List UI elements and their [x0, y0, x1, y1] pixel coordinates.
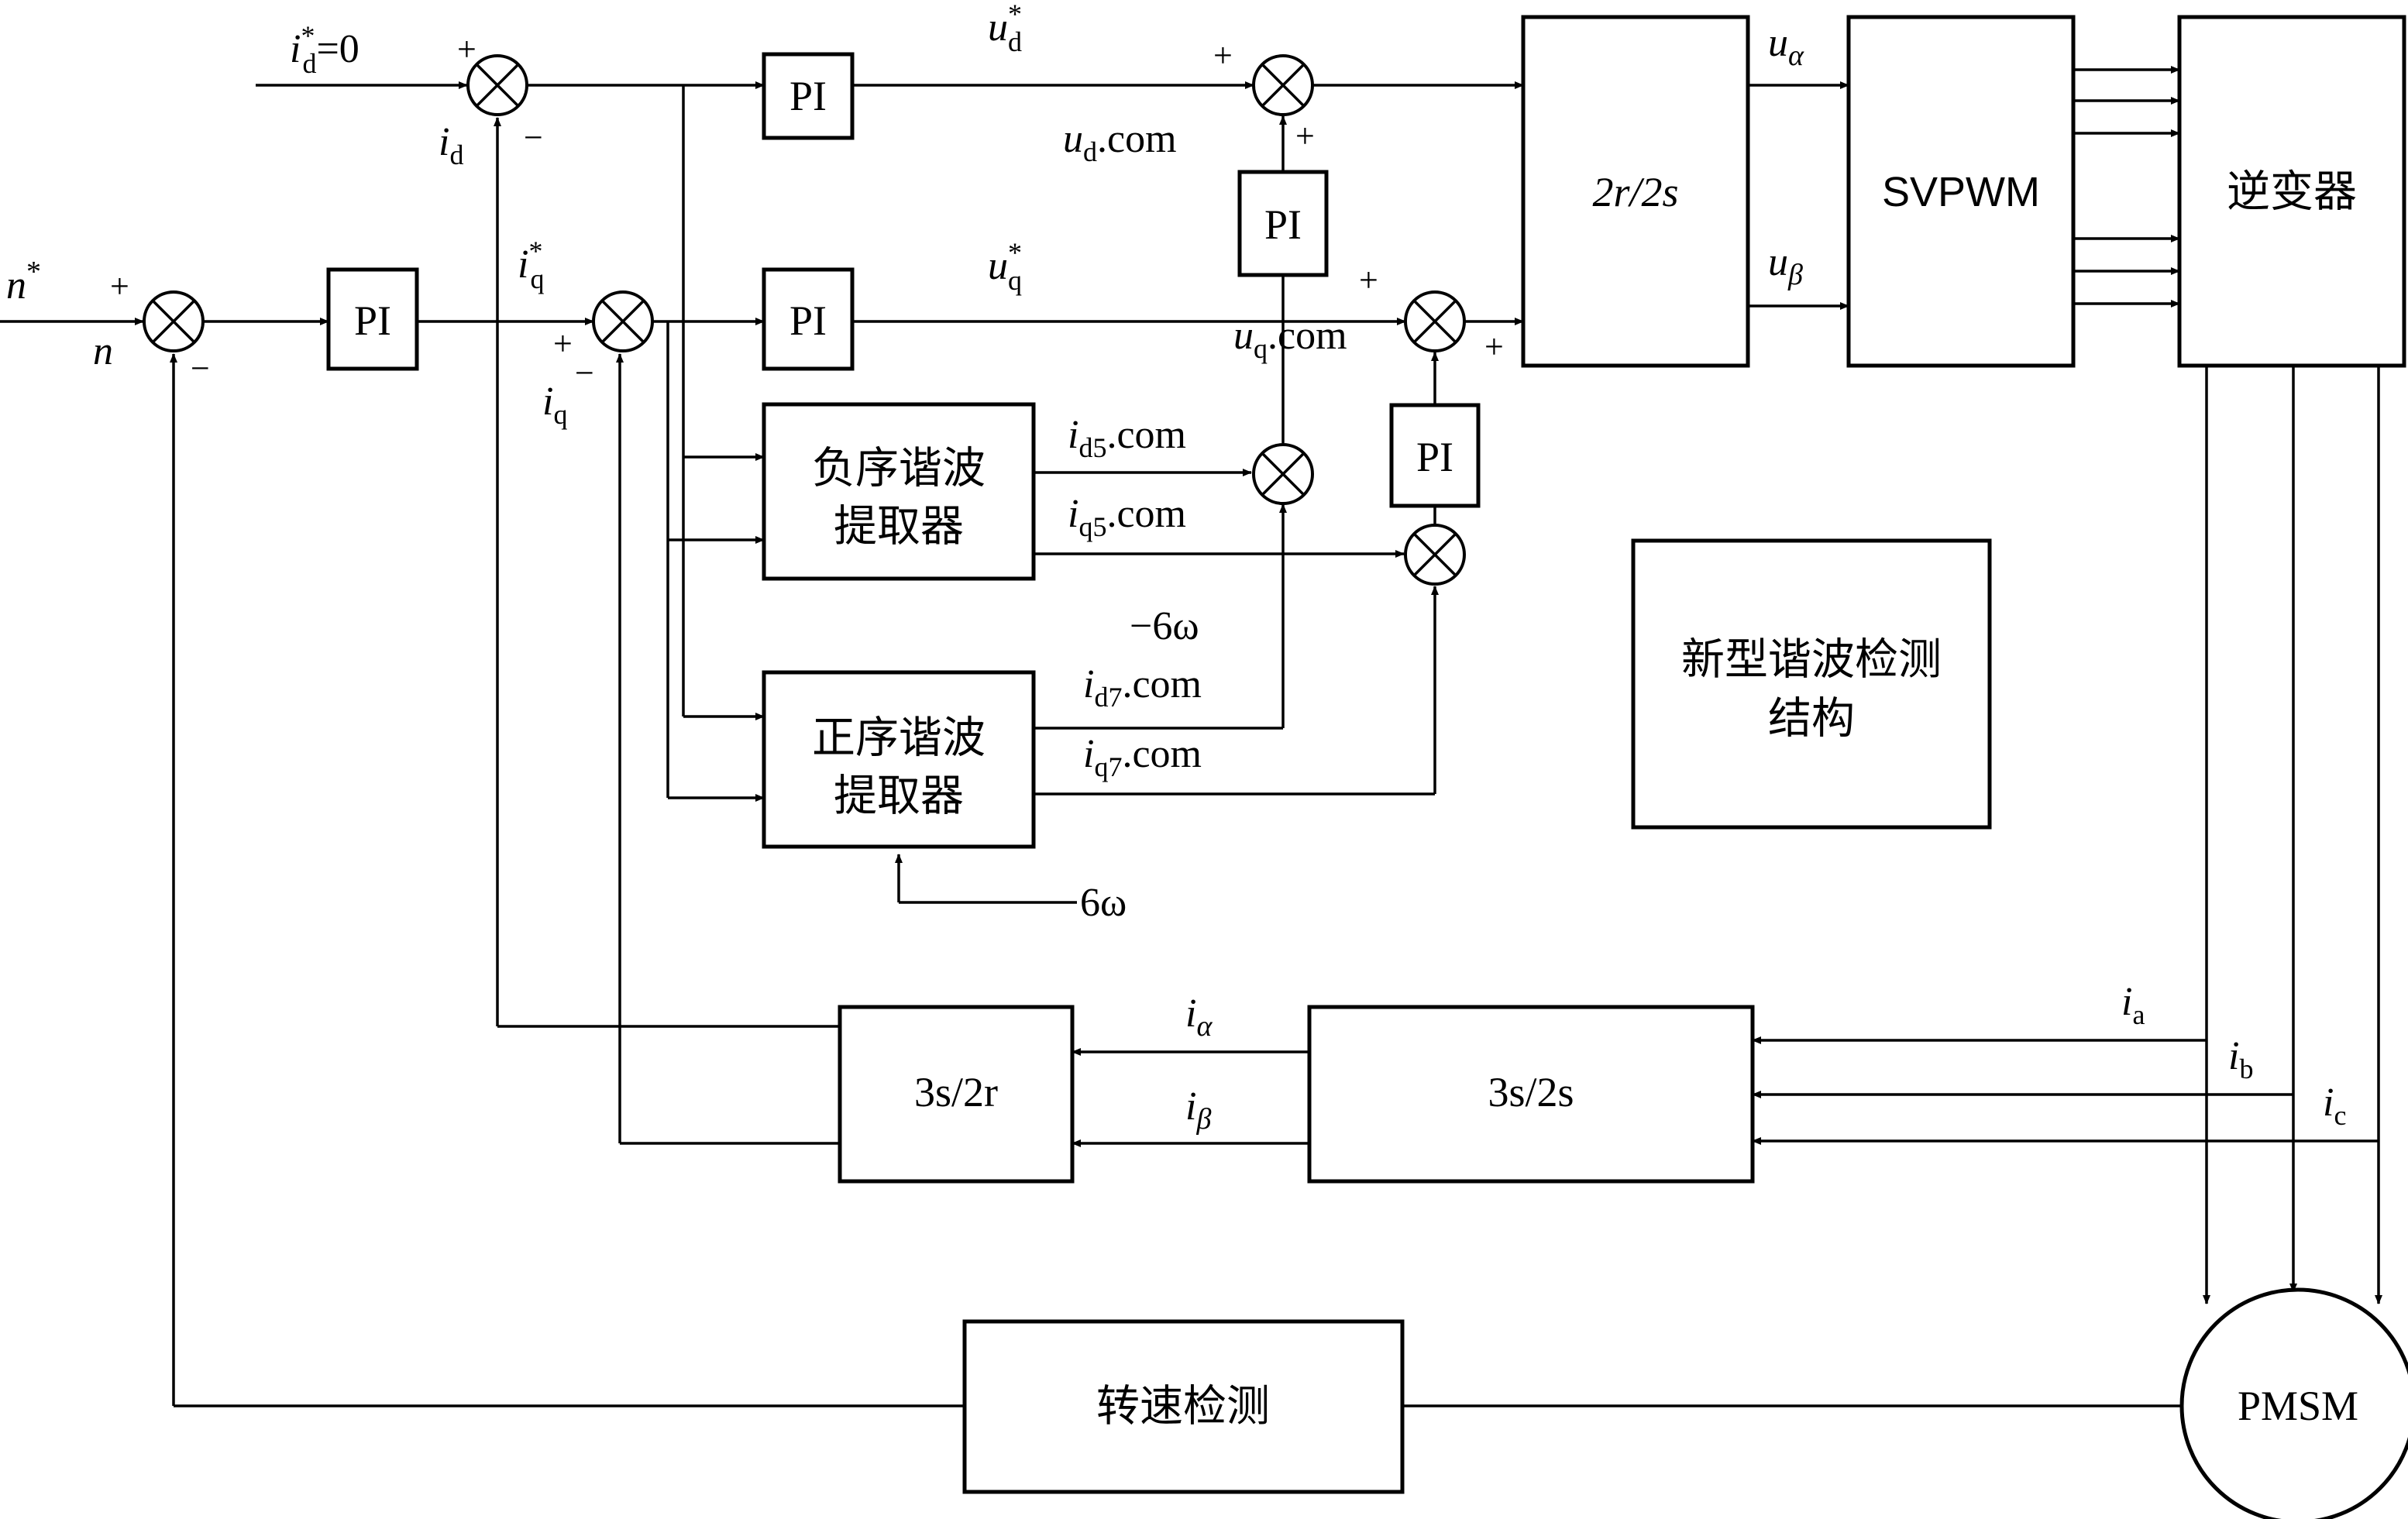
- label-id-ref: i*d=0: [290, 20, 359, 79]
- sum-junction-uq: [1404, 290, 1466, 352]
- label-u-beta: uβ: [1768, 240, 1803, 291]
- sign-minus: −: [191, 349, 210, 387]
- sign-plus: +: [553, 325, 573, 363]
- sum-junction-id: [466, 54, 528, 116]
- label-i-alpha: iα: [1185, 991, 1213, 1043]
- sign-plus: +: [1359, 261, 1378, 299]
- label-n-feedback: n: [93, 329, 113, 373]
- pi-block-q-compensation-label: PI: [1416, 434, 1453, 480]
- label-iq-feedback: iq: [542, 380, 567, 430]
- pmsm-label: PMSM: [2238, 1383, 2358, 1429]
- label-iq7-com: iq7.com: [1083, 732, 1202, 782]
- svpwm-label: SVPWM: [1882, 169, 2040, 215]
- multiplier-q5: [1404, 524, 1466, 586]
- label-iq-ref: i*q: [518, 235, 544, 294]
- sign-plus: +: [110, 267, 129, 305]
- signal-wires: [0, 66, 2382, 1407]
- inverter-label: 逆变器: [2227, 167, 2357, 218]
- sign-plus: +: [1295, 117, 1315, 155]
- speed-detection-label: 转速检测: [1096, 1382, 1270, 1432]
- negative-sequence-extractor-line1: 负序谐波: [812, 444, 986, 494]
- harmonic-detection-note-line1: 新型谐波检测: [1681, 635, 1942, 686]
- label-iq5-com: iq5.com: [1068, 492, 1186, 542]
- pi-block-q: PI: [762, 267, 855, 371]
- label-ic: ic: [2323, 1081, 2346, 1131]
- pi-block-d-compensation-label: PI: [1264, 201, 1302, 248]
- pi-block-d: PI: [762, 52, 855, 140]
- svpwm-block: SVPWM: [1846, 15, 2076, 368]
- sum-junction-ud: [1252, 54, 1314, 116]
- label-id7-com: id7.com: [1083, 662, 1202, 713]
- label-id-feedback: id: [439, 120, 463, 170]
- sign-plus: +: [1484, 328, 1504, 366]
- label-id5-com: id5.com: [1068, 413, 1186, 463]
- label-uq-compensation: uq.com: [1233, 314, 1347, 364]
- pmsm-motor: PMSM: [2179, 1287, 2408, 1519]
- label-pos-6-omega: 6ω: [1080, 881, 1127, 925]
- speed-detection-block: 转速检测: [962, 1319, 1405, 1494]
- sum-junction-speed: [143, 290, 205, 352]
- clarke-park-label: 3s/2r: [914, 1069, 998, 1115]
- pi-block-q-label: PI: [789, 297, 827, 344]
- negative-sequence-extractor: 负序谐波 提取器: [762, 402, 1036, 581]
- sign-plus: +: [1213, 36, 1233, 74]
- junction-signs: + − + − + − + + + +: [110, 30, 1504, 392]
- park-transform-block: 2r/2s: [1521, 15, 1750, 368]
- clarke-park-block: 3s/2r: [838, 1005, 1075, 1184]
- sign-plus: +: [457, 30, 476, 68]
- inverter-block: 逆变器: [2177, 15, 2406, 368]
- label-n-ref: n*: [6, 256, 41, 308]
- multiplier-d5: [1252, 443, 1314, 505]
- label-ud-ref: u*d: [988, 0, 1022, 57]
- park-transform-label: 2r/2s: [1592, 169, 1678, 215]
- sum-junction-iq: [592, 290, 654, 352]
- label-u-alpha: uα: [1768, 21, 1804, 72]
- pi-block-d-compensation: PI: [1237, 170, 1329, 277]
- sign-minus: −: [524, 119, 543, 156]
- label-uq-ref: u*q: [988, 237, 1022, 296]
- clarke-label: 3s/2s: [1488, 1069, 1574, 1115]
- positive-sequence-extractor: 正序谐波 提取器: [762, 670, 1036, 849]
- pi-block-d-label: PI: [789, 73, 827, 119]
- clarke-block: 3s/2s: [1307, 1005, 1755, 1184]
- harmonic-detection-note-block: 新型谐波检测 结构: [1631, 538, 1992, 830]
- negative-sequence-extractor-line2: 提取器: [834, 502, 964, 552]
- harmonic-detection-note-line2: 结构: [1768, 694, 1855, 744]
- positive-sequence-extractor-line1: 正序谐波: [812, 713, 986, 764]
- label-ib: ib: [2228, 1034, 2253, 1084]
- signal-labels: i*d=0 n* n id i*q iq u*d u*q ud.com uq.c…: [6, 0, 2346, 1136]
- label-neg-6-omega: −6ω: [1130, 604, 1199, 648]
- positive-sequence-extractor-line2: 提取器: [834, 772, 964, 822]
- label-ia: ia: [2121, 980, 2145, 1030]
- label-i-beta: iβ: [1185, 1084, 1211, 1136]
- sign-minus: −: [575, 354, 594, 392]
- label-ud-compensation: ud.com: [1063, 117, 1177, 167]
- pi-block-q-compensation: PI: [1389, 403, 1481, 508]
- pi-block-speed-label: PI: [354, 297, 391, 344]
- pi-block-speed: PI: [326, 267, 419, 371]
